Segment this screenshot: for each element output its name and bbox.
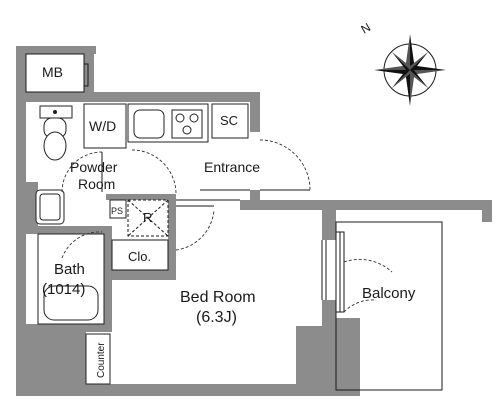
toilet-fixture bbox=[39, 105, 73, 161]
sc-label: SC bbox=[220, 113, 238, 128]
ps-label: PS bbox=[111, 206, 123, 216]
entrance-door-swing bbox=[259, 139, 311, 191]
kitchen-door-swing bbox=[131, 149, 177, 195]
mb-label: MB bbox=[42, 64, 63, 80]
bathtub bbox=[37, 233, 105, 325]
closet-space bbox=[111, 239, 169, 271]
bedroom-label-line2: (6.3J) bbox=[196, 309, 237, 326]
r-label: R bbox=[143, 210, 152, 225]
balcony-area bbox=[335, 221, 443, 391]
bath-label-line2: (1014) bbox=[42, 281, 85, 298]
counter-label: Counter bbox=[96, 342, 107, 378]
walls bbox=[16, 46, 492, 396]
kitchen-counter bbox=[127, 103, 209, 143]
mb-closet bbox=[25, 53, 89, 93]
sink-fixture bbox=[35, 189, 65, 225]
counter-fixture bbox=[85, 333, 111, 385]
closet-label: Clo. bbox=[128, 249, 151, 264]
powder-room-label-line1: Powder bbox=[70, 159, 118, 175]
washer-dryer bbox=[83, 103, 127, 149]
shoe-cabinet bbox=[211, 103, 249, 139]
bath-door-swing bbox=[61, 231, 103, 259]
balcony-label: Balcony bbox=[362, 285, 416, 302]
ps-shaft bbox=[109, 199, 127, 219]
wd-label: W/D bbox=[89, 118, 116, 134]
entrance-label: Entrance bbox=[204, 159, 260, 175]
refrigerator-space bbox=[127, 199, 169, 237]
bedroom-label-line1: Bed Room bbox=[180, 289, 256, 306]
bath-label-line1: Bath bbox=[54, 261, 85, 278]
bedroom-door-swing bbox=[175, 209, 215, 251]
compass-rose-icon: N bbox=[359, 20, 446, 106]
powder-room-label-line2: Room bbox=[78, 176, 115, 192]
powder-door-swing bbox=[61, 151, 103, 193]
compass-north-label: N bbox=[359, 20, 374, 36]
